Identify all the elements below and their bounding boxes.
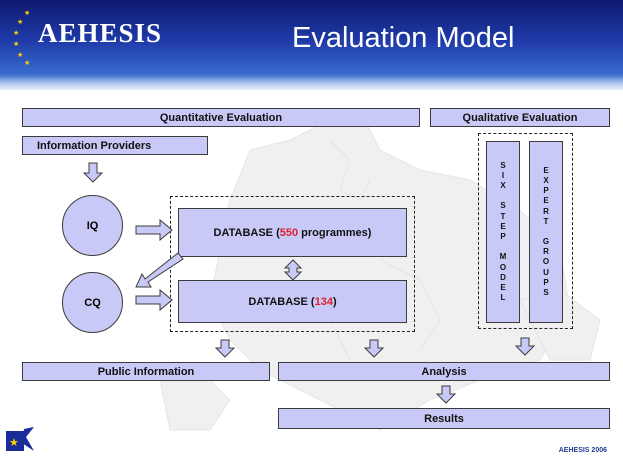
six_step-letter: I [501,170,505,180]
star-icon: ★ [17,19,24,26]
eu-flag-logo-icon: ★ [6,427,34,451]
six_step-letter: S [500,160,506,170]
expert-letter: P [543,277,549,287]
db2-number: 134 [314,295,333,308]
logo-text: AEHESIS [38,18,163,48]
iq-circle: IQ [62,195,123,256]
svg-text:★: ★ [9,436,19,449]
cq-circle: CQ [62,272,123,333]
star-icon: ★ [13,41,20,48]
results-box: Results [278,408,610,429]
expert-letter: R [543,206,549,216]
quantitative-evaluation-label: Quantitative Evaluation [159,111,283,124]
expert-letter: E [543,196,549,206]
expert-letter: P [543,186,549,196]
six_step-letter: O [499,262,507,272]
db1-number: 550 [279,226,299,239]
expert-letter: E [543,165,549,175]
cq-label: CQ [84,296,101,309]
analysis-box: Analysis [278,362,610,381]
database-134-box: DATABASE (134) [178,280,407,323]
db2-prefix: DATABASE ( [248,295,315,308]
qualitative-group-frame [478,133,573,329]
information-providers-box: Information Providers [22,136,208,155]
six_step-letter: E [500,282,506,292]
expert-letter: U [543,267,549,277]
expert-letter: R [543,247,549,257]
db1-suffix: programmes) [298,226,372,239]
expert-letter: X [543,175,549,185]
six_step-letter: T [500,211,506,221]
qualitative-evaluation-label: Qualitative Evaluation [462,111,578,124]
footer-text: AEHESIS 2006 [558,447,607,454]
database-programmes-box: DATABASE (550 programmes) [178,208,407,257]
public-information-box: Public Information [22,362,270,381]
iq-label: IQ [86,219,99,232]
public-information-label: Public Information [97,365,195,378]
analysis-label: Analysis [421,365,467,378]
star-icon: ★ [13,30,20,37]
six_step-letter: S [500,201,506,211]
expert-letter: S [543,288,549,298]
six_step-letter: E [500,221,506,231]
six_step-letter: P [500,232,506,241]
six_step-letter: L [500,293,506,303]
expert-letter: O [542,257,550,267]
db2-suffix: ) [332,295,337,308]
database-programmes-label: DATABASE (550 programmes) [214,227,372,239]
slide-title: Evaluation Model [292,22,515,54]
star-icon: ★ [24,10,31,17]
quantitative-evaluation-box: Quantitative Evaluation [22,108,420,127]
results-label: Results [424,412,464,425]
db1-prefix: DATABASE ( [213,226,280,239]
six_step-letter: M [499,252,507,262]
qualitative-evaluation-box: Qualitative Evaluation [430,108,610,127]
expert-letter: G [542,237,550,247]
six_step-letter: D [500,272,506,282]
six_step-letter: X [500,181,506,191]
expert-letter: T [543,216,549,226]
star-icon: ★ [17,52,24,59]
header-fade [0,74,623,94]
information-providers-label: Information Providers [37,139,152,152]
star-icon: ★ [24,60,31,67]
database-134-label: DATABASE (134) [248,296,336,308]
